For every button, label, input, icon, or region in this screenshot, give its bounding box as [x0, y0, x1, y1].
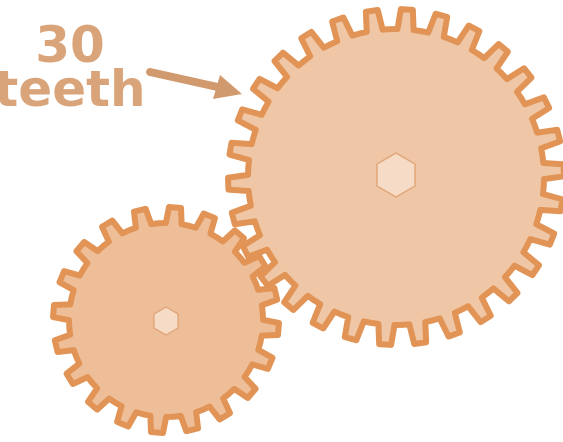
pointer-arrow — [150, 72, 242, 99]
arrow-shaft — [150, 72, 222, 88]
small-gear — [53, 207, 279, 433]
small-gear-hub — [154, 307, 178, 335]
arrow-head — [213, 75, 242, 99]
label-unit: teeth — [0, 60, 146, 118]
teeth-label: 30 teeth — [0, 16, 146, 118]
